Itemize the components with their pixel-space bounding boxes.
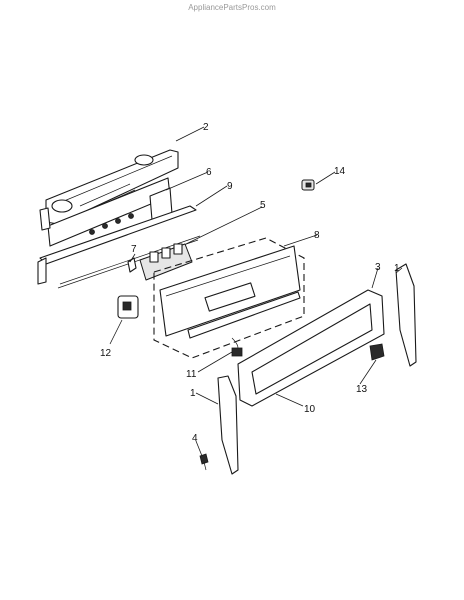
callout-11: 11 bbox=[186, 369, 197, 380]
callout-1-right: 1 bbox=[394, 263, 400, 274]
part-badge[interactable] bbox=[369, 343, 385, 361]
part-control-panel-assembly[interactable] bbox=[153, 237, 305, 359]
callout-8: 8 bbox=[314, 230, 320, 241]
callout-13: 13 bbox=[356, 384, 368, 395]
part-control-panel-bracket[interactable] bbox=[39, 177, 173, 247]
watermark-text: AppliancePartsPros.com bbox=[188, 3, 276, 12]
part-small-knob[interactable] bbox=[301, 179, 315, 191]
callout-14: 14 bbox=[334, 166, 346, 177]
callout-7: 7 bbox=[131, 244, 137, 255]
callout-4: 4 bbox=[192, 433, 198, 444]
part-control-board[interactable] bbox=[139, 243, 193, 281]
callout-10: 10 bbox=[304, 404, 316, 415]
part-glass-trim[interactable] bbox=[237, 289, 385, 407]
leader-lines bbox=[109, 126, 403, 457]
callout-9: 9 bbox=[227, 181, 233, 192]
part-end-cap-left[interactable] bbox=[217, 375, 239, 475]
callout-1-left: 1 bbox=[190, 388, 196, 399]
part-screw[interactable] bbox=[199, 453, 209, 471]
callout-5: 5 bbox=[260, 200, 266, 211]
part-end-cap-right[interactable] bbox=[395, 263, 417, 367]
callout-3: 3 bbox=[375, 262, 381, 273]
callout-12: 12 bbox=[100, 348, 112, 359]
callout-6: 6 bbox=[206, 167, 212, 178]
part-switch[interactable] bbox=[117, 295, 139, 319]
callout-2: 2 bbox=[203, 122, 209, 133]
